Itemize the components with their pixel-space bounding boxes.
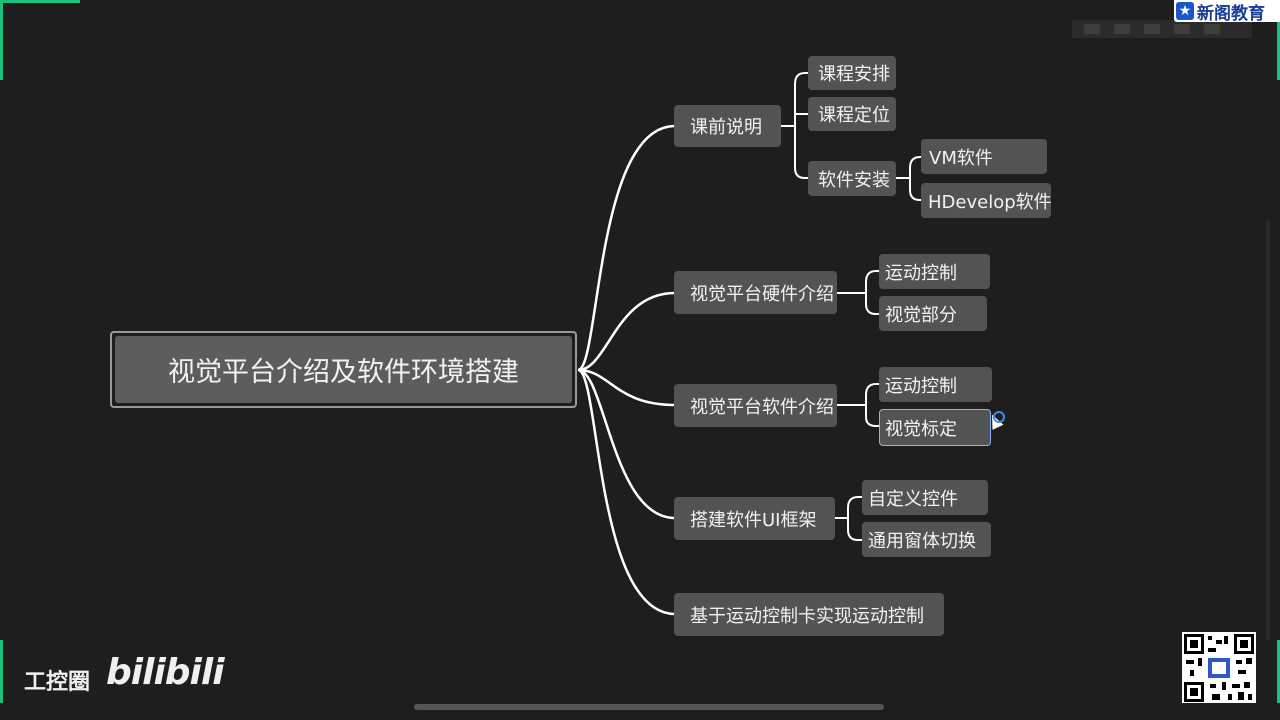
horizontal-scrollbar-thumb[interactable] bbox=[414, 704, 884, 710]
toolbar-button[interactable] bbox=[1114, 24, 1130, 34]
topic-label: HDevelop软件 bbox=[928, 191, 1052, 213]
topic-label: 搭建软件UI框架 bbox=[690, 509, 817, 531]
connector-root-branch-5 bbox=[577, 368, 676, 616]
toolbar-button[interactable] bbox=[1204, 24, 1220, 34]
brand-logo: ★ 新阁教育 bbox=[1174, 0, 1280, 24]
topic-vm-software[interactable]: VM软件 bbox=[921, 139, 1047, 174]
corner-marker-right-bottom bbox=[1277, 640, 1280, 720]
topic-label: 软件安装 bbox=[818, 169, 890, 191]
corner-marker-left-top bbox=[0, 0, 3, 80]
topic-course-positioning[interactable]: 课程定位 bbox=[808, 97, 896, 131]
topic-vision-calibration[interactable]: 视觉标定 bbox=[879, 409, 991, 446]
connector-root-branch-2 bbox=[577, 291, 676, 372]
topic-label: VM软件 bbox=[929, 147, 993, 169]
topic-form-switching[interactable]: 通用窗体切换 bbox=[862, 522, 991, 557]
connector-software-install-children bbox=[896, 156, 922, 201]
root-topic-label: 视觉平台介绍及软件环境搭建 bbox=[115, 336, 572, 403]
topic-label: 视觉标定 bbox=[885, 418, 957, 440]
topic-label: 通用窗体切换 bbox=[868, 530, 976, 552]
toolbar-button[interactable] bbox=[1144, 24, 1160, 34]
topic-hw-vision[interactable]: 视觉部分 bbox=[879, 296, 987, 331]
toolbar-button[interactable] bbox=[1084, 24, 1100, 34]
star-icon: ★ bbox=[1176, 2, 1194, 20]
topic-label: 基于运动控制卡实现运动控制 bbox=[690, 605, 924, 627]
connector-branch-2-children bbox=[837, 270, 879, 315]
qr-code-image bbox=[1182, 632, 1256, 704]
topic-label: 运动控制 bbox=[885, 262, 957, 284]
topic-label: 课程定位 bbox=[818, 105, 890, 126]
topic-sw-motion-control[interactable]: 运动控制 bbox=[879, 367, 992, 402]
topic-hdevelop-software[interactable]: HDevelop软件 bbox=[921, 183, 1052, 218]
root-topic[interactable]: 视觉平台介绍及软件环境搭建 bbox=[110, 331, 577, 408]
brand-name: 新阁教育 bbox=[1197, 3, 1265, 24]
topic-custom-controls[interactable]: 自定义控件 bbox=[862, 480, 988, 515]
corner-marker-top-left bbox=[0, 0, 80, 3]
connector-branch-1-children bbox=[781, 72, 809, 179]
channel-watermark: 工控圈 bbox=[24, 670, 91, 695]
topic-pre-class-notes[interactable]: 课前说明 bbox=[674, 105, 781, 147]
topic-software-install[interactable]: 软件安装 bbox=[808, 161, 896, 196]
topic-label: 自定义控件 bbox=[868, 488, 958, 510]
topic-label: 视觉平台硬件介绍 bbox=[690, 283, 834, 305]
connector-root-branch-3 bbox=[577, 368, 676, 407]
topic-label: 课程安排 bbox=[818, 64, 890, 85]
topic-label: 视觉平台软件介绍 bbox=[690, 396, 834, 418]
vertical-scrollbar[interactable] bbox=[1266, 220, 1270, 640]
topic-software-intro[interactable]: 视觉平台软件介绍 bbox=[674, 384, 837, 427]
corner-marker-left-bottom bbox=[0, 640, 3, 720]
topic-label: 视觉部分 bbox=[885, 304, 957, 326]
connector-branch-3-children bbox=[837, 383, 879, 427]
toolbar-button[interactable] bbox=[1174, 24, 1190, 34]
topic-course-schedule[interactable]: 课程安排 bbox=[808, 56, 896, 90]
cursor-click-indicator-icon bbox=[993, 411, 1005, 423]
horizontal-scrollbar[interactable] bbox=[0, 703, 1280, 720]
topic-ui-framework[interactable]: 搭建软件UI框架 bbox=[674, 497, 835, 540]
topic-hardware-intro[interactable]: 视觉平台硬件介绍 bbox=[674, 271, 837, 314]
topic-label: 课前说明 bbox=[690, 117, 762, 138]
topic-hw-motion-control[interactable]: 运动控制 bbox=[879, 254, 990, 289]
bilibili-logo: bilibili bbox=[106, 652, 225, 693]
connector-root-branch-4 bbox=[577, 368, 676, 520]
connector-root-branch-1 bbox=[577, 124, 676, 372]
connector-branch-4-children bbox=[835, 496, 862, 541]
topic-label: 运动控制 bbox=[885, 375, 957, 397]
corner-marker-right-top bbox=[1277, 0, 1280, 80]
topic-motion-card-control[interactable]: 基于运动控制卡实现运动控制 bbox=[674, 593, 944, 636]
view-toolbar bbox=[1072, 20, 1252, 38]
